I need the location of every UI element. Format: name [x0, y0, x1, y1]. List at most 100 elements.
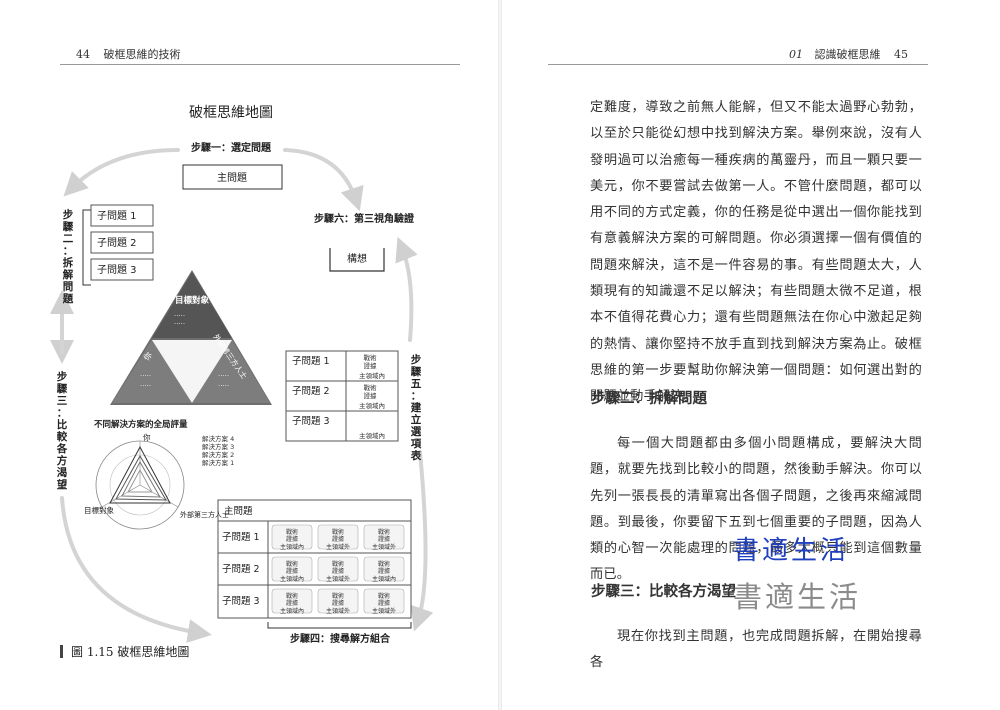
svg-text:證據: 證據	[286, 535, 298, 543]
paragraph-2-text: 每一個大問題都由多個小問題構成，要解決大問題，就要先找到比較小的問題，然後動手解…	[590, 436, 922, 583]
svg-text:戰術: 戰術	[286, 592, 298, 600]
main-problem-text: 主問題	[217, 172, 247, 184]
book-spine	[498, 0, 502, 710]
svg-text:渴: 渴	[57, 466, 68, 479]
svg-text:主領域外: 主領域外	[326, 575, 350, 583]
svg-text:證據: 證據	[286, 599, 298, 607]
step5-label: 步驟五 ：建立 選項表	[410, 353, 422, 462]
step4-label: 步驟四：搜尋解方組合	[290, 632, 391, 645]
step2-subproblems: 子問題 1 子問題 2 子問題 3	[90, 204, 154, 281]
main-problem-box	[182, 164, 283, 190]
paragraph-1-text: 定難度，導致之前無人能解，但又不能太過野心勃勃，以至於只能從幻想中找到解決方案。…	[590, 100, 922, 405]
svg-text:證據: 證據	[332, 535, 344, 543]
radar-chart: 不同解決方案的全局評量 你 目標對象 外部第三方人士 解決方案 4 解決方案 3…	[84, 419, 234, 530]
header-rule-left	[60, 64, 460, 65]
caption-bar	[60, 645, 63, 658]
idea-bracket	[329, 248, 385, 272]
svg-text:你: 你	[143, 432, 151, 442]
svg-text:目標對象: 目標對象	[175, 295, 210, 306]
svg-text:證據: 證據	[332, 599, 344, 607]
svg-text:解: 解	[62, 268, 74, 281]
svg-text:：: ：	[57, 407, 68, 419]
svg-text:子問題 3: 子問題 3	[222, 596, 260, 607]
svg-text:驟: 驟	[63, 221, 74, 233]
svg-text:證據: 證據	[378, 567, 390, 575]
svg-text:戰術: 戰術	[332, 528, 344, 536]
svg-text:步: 步	[411, 353, 422, 366]
svg-text:步: 步	[63, 208, 74, 221]
svg-text:五: 五	[411, 378, 422, 390]
svg-text:戰術: 戰術	[378, 560, 390, 568]
step3-label: 步驟三 ：比較 各方渴望	[56, 370, 68, 491]
chapter-number: 01	[789, 48, 803, 61]
diagram-title: 破框思維地圖	[189, 105, 273, 121]
svg-text:主領域內: 主領域內	[372, 575, 396, 583]
svg-text:不同解決方案的全局評量: 不同解決方案的全局評量	[94, 419, 188, 430]
svg-text:二: 二	[63, 233, 74, 245]
section-heading-step3: 步驟三：比較各方渴望	[591, 584, 736, 600]
step2-label: 步驟二 ：拆解 問題	[62, 208, 74, 305]
svg-text:主領域內: 主領域內	[359, 431, 385, 440]
svg-text:戰術: 戰術	[286, 560, 298, 568]
left-page-number: 44	[76, 48, 90, 61]
svg-text:題: 題	[63, 293, 74, 305]
svg-text:拆: 拆	[63, 256, 74, 269]
svg-text:主領域外: 主領域外	[326, 607, 350, 615]
svg-text:解決方案 1: 解決方案 1	[202, 458, 234, 467]
svg-text:證據: 證據	[364, 361, 378, 370]
svg-text:主領域內: 主領域內	[359, 371, 385, 380]
svg-text:證據: 證據	[378, 535, 390, 543]
svg-text:子問題 2: 子問題 2	[292, 386, 330, 397]
svg-text:戰術: 戰術	[378, 528, 390, 536]
svg-text:戰術: 戰術	[286, 528, 298, 536]
svg-text:主領域內: 主領域內	[359, 401, 385, 410]
svg-text:戰術: 戰術	[378, 592, 390, 600]
svg-text:子問題 2: 子問題 2	[97, 237, 137, 249]
svg-text:問: 問	[63, 281, 74, 293]
svg-text:主領域內: 主領域內	[280, 543, 304, 551]
svg-text:目標對象: 目標對象	[84, 505, 114, 515]
svg-text:方: 方	[57, 454, 68, 467]
svg-text:主領域內: 主領域內	[280, 575, 304, 583]
caption-text: 圖 1.15 破框思維地圖	[71, 645, 190, 659]
svg-text:驟: 驟	[57, 383, 68, 395]
paragraph-3-text: 現在你找到主問題，也完成問題拆解，在開始搜尋各	[590, 629, 922, 671]
svg-text:證據: 證據	[364, 391, 378, 400]
svg-text:建: 建	[410, 401, 422, 414]
svg-text:解決方案 4: 解決方案 4	[202, 434, 234, 443]
left-running-header: 44 破框思維的技術	[66, 46, 181, 62]
body-paragraph-3: 現在你找到主問題，也完成問題拆解，在開始搜尋各	[590, 624, 922, 677]
svg-text:戰術: 戰術	[364, 353, 378, 362]
svg-text:子問題 2: 子問題 2	[222, 564, 260, 575]
svg-text:表: 表	[410, 449, 422, 462]
framebreaking-map-diagram: 破框思維地圖 步驟一：選定問題 主問題 步驟六：第三視角驗證 構想 步驟二 ：拆…	[50, 105, 434, 645]
right-page-number: 45	[894, 48, 908, 61]
watermark-gray: 書適生活	[733, 580, 862, 614]
svg-text:證據: 證據	[378, 599, 390, 607]
svg-text:三: 三	[57, 395, 68, 407]
svg-text:驟: 驟	[411, 366, 422, 378]
svg-text:主問題: 主問題	[224, 505, 253, 517]
svg-text:：: ：	[63, 245, 74, 257]
svg-text:·····: ·····	[140, 382, 151, 390]
svg-text:項: 項	[411, 438, 422, 450]
body-paragraph-1: 定難度，導致之前無人能解，但又不能太過野心勃勃，以至於只能從幻想中找到解決方案。…	[590, 95, 922, 411]
svg-text:立: 立	[411, 413, 422, 426]
step1-label: 步驟一：選定問題	[191, 141, 272, 154]
svg-text:主領域外: 主領域外	[326, 543, 350, 551]
right-header-title: 認識破框思維	[814, 48, 881, 61]
svg-text:子問題 1: 子問題 1	[97, 210, 137, 222]
svg-text:·····: ·····	[174, 312, 185, 320]
svg-text:：: ：	[411, 390, 422, 402]
cycle-arrows	[50, 148, 434, 643]
svg-text:子問題 3: 子問題 3	[97, 264, 137, 276]
stakeholder-triangle: 目標對象 你 外部第三方人士 ·········· ·········· ···…	[110, 270, 272, 405]
svg-text:戰術: 戰術	[364, 383, 378, 392]
svg-text:戰術: 戰術	[332, 592, 344, 600]
svg-text:子問題 1: 子問題 1	[222, 532, 260, 543]
svg-text:比: 比	[57, 418, 68, 431]
svg-text:解決方案 2: 解決方案 2	[202, 450, 234, 459]
svg-text:證據: 證據	[286, 567, 298, 575]
step2-bracket	[82, 209, 91, 286]
